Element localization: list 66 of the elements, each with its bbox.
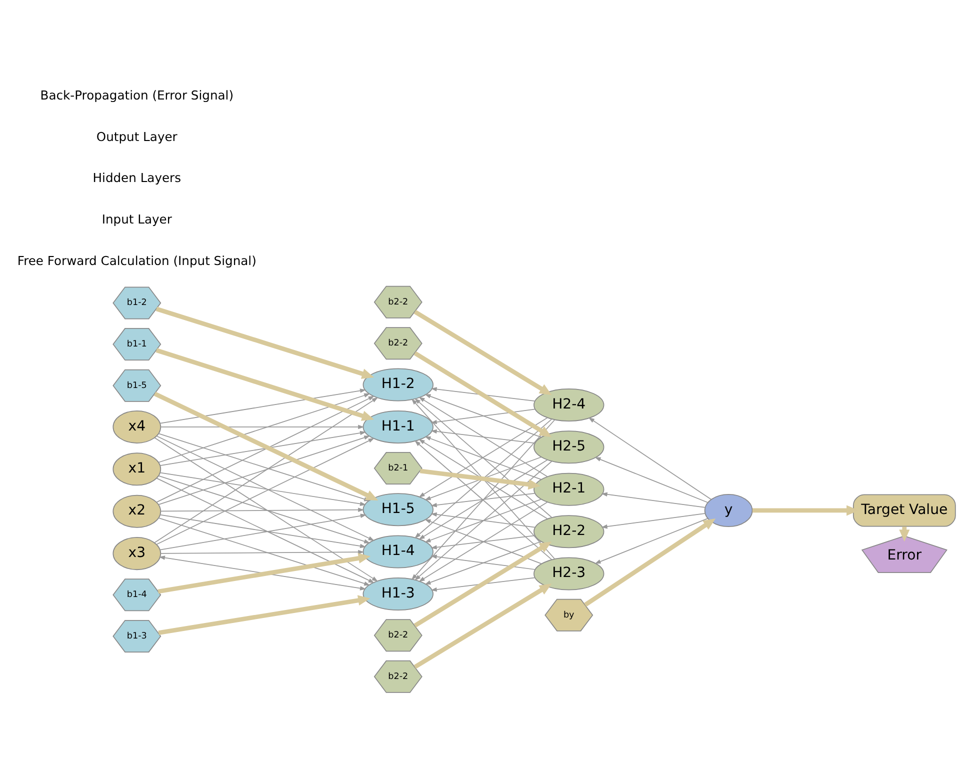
arrow [414, 440, 552, 560]
arrow [154, 396, 378, 542]
arrow [430, 554, 536, 570]
label: Back-Propagation (Error Signal) [40, 88, 234, 102]
arrow [430, 492, 536, 507]
arrow [160, 472, 366, 506]
arrow [158, 392, 370, 462]
arrow [594, 456, 708, 502]
arrow [601, 492, 706, 508]
arrow [430, 428, 536, 444]
label: Free Forward Calculation (Input Signal) [17, 253, 256, 268]
arrow [430, 534, 536, 549]
arrow [588, 416, 712, 500]
arrow [160, 388, 366, 424]
node-ellipse: x4 [112, 410, 162, 443]
arrow [424, 518, 542, 564]
arrow [156, 477, 375, 583]
arrow [160, 424, 364, 429]
node-ellipse: H2-5 [534, 430, 604, 464]
arrow [414, 398, 552, 518]
arrow [414, 418, 552, 538]
arrow [160, 549, 364, 554]
arrow [418, 396, 548, 477]
node-ellipse: H2-1 [534, 472, 604, 506]
arrow [158, 517, 370, 586]
arrow [154, 436, 378, 582]
arrow [411, 398, 555, 559]
node-ellipse: H2-4 [534, 388, 604, 421]
arrow [418, 459, 548, 540]
node-ellipse: H2-3 [534, 556, 604, 590]
arrow [430, 386, 536, 401]
arrow [414, 460, 552, 580]
arrow [156, 348, 374, 420]
label: Output Layer [96, 129, 178, 144]
arrow [424, 498, 542, 542]
arrow [414, 309, 552, 395]
arrow [594, 518, 708, 564]
arrow [424, 436, 542, 480]
arrow [430, 576, 536, 592]
node-ellipse: x3 [112, 536, 162, 570]
arrow [160, 507, 364, 512]
arrow [424, 456, 542, 500]
arrow [430, 408, 536, 424]
node-ellipse: x2 [112, 494, 162, 528]
arrow [418, 501, 548, 582]
node-ellipse: H2-2 [534, 514, 604, 548]
arrow [158, 594, 370, 634]
arrow [601, 512, 706, 528]
arrow [160, 430, 366, 466]
arrow [414, 350, 552, 437]
arrow [156, 306, 374, 378]
node-ellipse: x1 [112, 452, 162, 486]
node-ellipse: y [704, 493, 753, 526]
arrow [584, 518, 716, 606]
arrow [424, 394, 542, 438]
arrow [411, 419, 555, 580]
arrow [418, 416, 548, 497]
arrow [414, 541, 552, 627]
node-box: Target Value [852, 494, 956, 526]
arrow [424, 540, 542, 584]
arrow [414, 583, 552, 668]
label: Input Layer [102, 212, 172, 226]
arrow [430, 512, 536, 528]
label: Hidden Layers [92, 170, 182, 185]
arrow [420, 468, 540, 490]
arrow [418, 438, 548, 519]
